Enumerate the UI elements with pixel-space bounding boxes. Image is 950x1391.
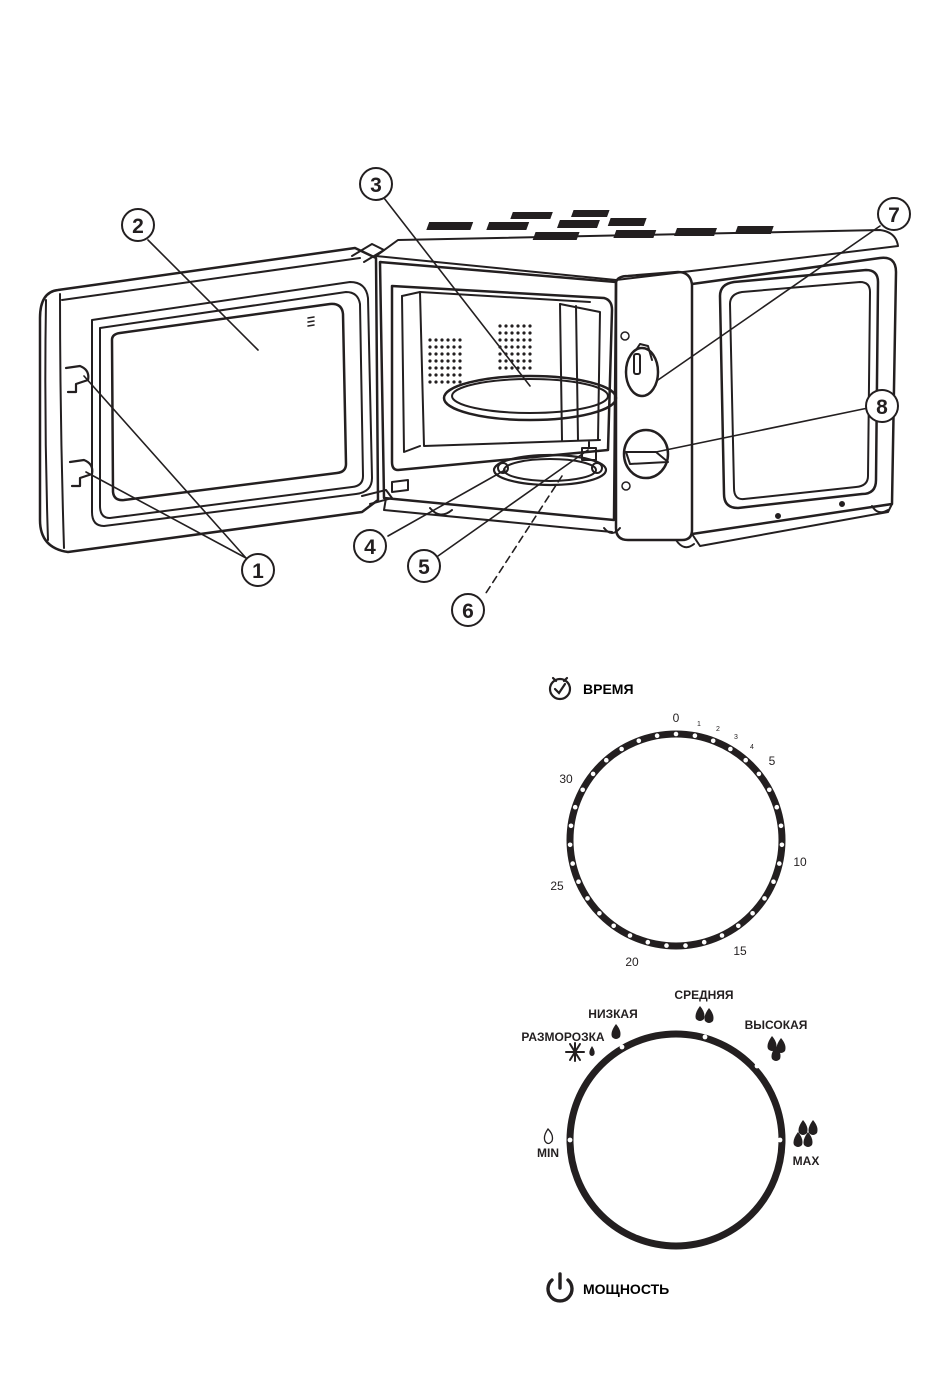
time-label-15: 15 <box>733 944 747 958</box>
door <box>40 244 392 552</box>
power-level-high: ВЫСОКАЯ <box>745 1018 808 1032</box>
time-label-30: 30 <box>559 772 573 786</box>
control-panel <box>616 272 692 540</box>
power-dial: MIN РАЗМОРОЗКА НИЗКАЯ СРЕДНЯЯ ВЫСОКАЯ MA… <box>521 988 819 1301</box>
callout-numbers: 1 2 3 4 5 6 7 8 <box>132 174 900 623</box>
time-dial-dot <box>683 943 688 948</box>
power-dial-ring <box>570 1034 782 1246</box>
time-dial-dot <box>674 732 679 737</box>
clock-icon <box>550 678 570 699</box>
time-label-25: 25 <box>550 879 564 893</box>
time-dial-dot <box>702 940 707 945</box>
time-dial-dot <box>771 879 776 884</box>
flame-icon <box>696 1006 705 1021</box>
time-dial-dot <box>637 739 642 744</box>
power-level-max: MAX <box>793 1154 820 1168</box>
time-label-10: 10 <box>793 855 807 869</box>
time-dial-dot <box>775 805 780 810</box>
time-label-0: 0 <box>673 711 680 725</box>
callout-3: 3 <box>370 174 382 197</box>
time-label-5: 5 <box>769 754 776 768</box>
time-dial-dot <box>604 758 609 763</box>
flame-outline-icon <box>544 1129 552 1144</box>
time-dial-dot <box>762 896 767 901</box>
time-dial-dot <box>743 758 748 763</box>
callout-7: 7 <box>888 204 900 227</box>
time-dial-dot <box>568 843 573 848</box>
time-dial-ring <box>570 734 782 946</box>
time-dial-labels: 0 5 10 15 20 25 30 1 2 3 4 <box>550 711 807 969</box>
snowflake-icon <box>566 1043 584 1061</box>
time-dial-dot <box>736 924 741 929</box>
flame-icon <box>799 1120 808 1135</box>
time-dial-dot <box>757 772 762 777</box>
time-dial-dot <box>693 733 698 738</box>
back-grill <box>498 324 531 369</box>
callout-5: 5 <box>418 556 430 579</box>
time-dial-dot <box>591 772 596 777</box>
time-dial-dot <box>580 788 585 793</box>
time-label-20: 20 <box>625 955 639 969</box>
flame-icon <box>705 1008 714 1023</box>
callout-1: 1 <box>252 560 264 583</box>
time-dial-dot <box>573 805 578 810</box>
flame-icon <box>809 1120 818 1135</box>
side-grill-left <box>428 338 461 383</box>
timer-knob <box>621 332 658 396</box>
time-label-4: 4 <box>750 744 754 751</box>
callout-6: 6 <box>462 600 474 623</box>
time-dial-dot <box>585 896 590 901</box>
time-dial-dot <box>750 911 755 916</box>
time-label-3: 3 <box>734 734 738 741</box>
time-dial-dot <box>570 861 575 866</box>
time-dial-dot <box>619 747 624 752</box>
callout-8: 8 <box>876 396 888 419</box>
time-dial-dot <box>711 739 716 744</box>
time-dial-dot <box>628 933 633 938</box>
time-dial-dot <box>576 879 581 884</box>
power-knob <box>622 430 668 490</box>
time-dial-dot <box>777 861 782 866</box>
time-dial-dot <box>611 924 616 929</box>
power-level-medium: СРЕДНЯЯ <box>674 988 733 1002</box>
time-dial-dot <box>646 940 651 945</box>
time-label-2: 2 <box>716 726 720 733</box>
time-dial-dot <box>767 788 772 793</box>
power-level-low: НИЗКАЯ <box>588 1007 637 1021</box>
time-dial-dot <box>597 911 602 916</box>
power-level-min: MIN <box>537 1146 559 1160</box>
time-dial-dot <box>664 943 669 948</box>
time-dial-dot <box>780 843 785 848</box>
time-dial-dot <box>655 733 660 738</box>
drop-icon <box>589 1046 594 1056</box>
time-label-1: 1 <box>697 721 701 728</box>
time-dial-title: ВРЕМЯ <box>583 681 634 697</box>
time-dial-dot <box>569 824 574 829</box>
time-dial: ВРЕМЯ 0 5 10 15 20 25 30 1 2 3 4 <box>550 678 807 969</box>
power-dial-dots <box>568 1035 783 1143</box>
callout-leaders <box>84 198 880 558</box>
flame-icon <box>612 1024 621 1039</box>
power-icon <box>548 1274 572 1301</box>
time-dial-dot <box>779 824 784 829</box>
time-dial-dot <box>728 747 733 752</box>
power-dial-labels: MIN РАЗМОРОЗКА НИЗКАЯ СРЕДНЯЯ ВЫСОКАЯ MA… <box>521 988 819 1168</box>
time-dial-dot <box>720 933 725 938</box>
callout-2: 2 <box>132 215 144 238</box>
power-dial-title: МОЩНОСТЬ <box>583 1281 669 1297</box>
power-level-defrost: РАЗМОРОЗКА <box>521 1030 604 1044</box>
callout-4: 4 <box>364 536 376 559</box>
microwave-illustration <box>40 168 910 626</box>
door-hook-upper <box>66 366 88 392</box>
